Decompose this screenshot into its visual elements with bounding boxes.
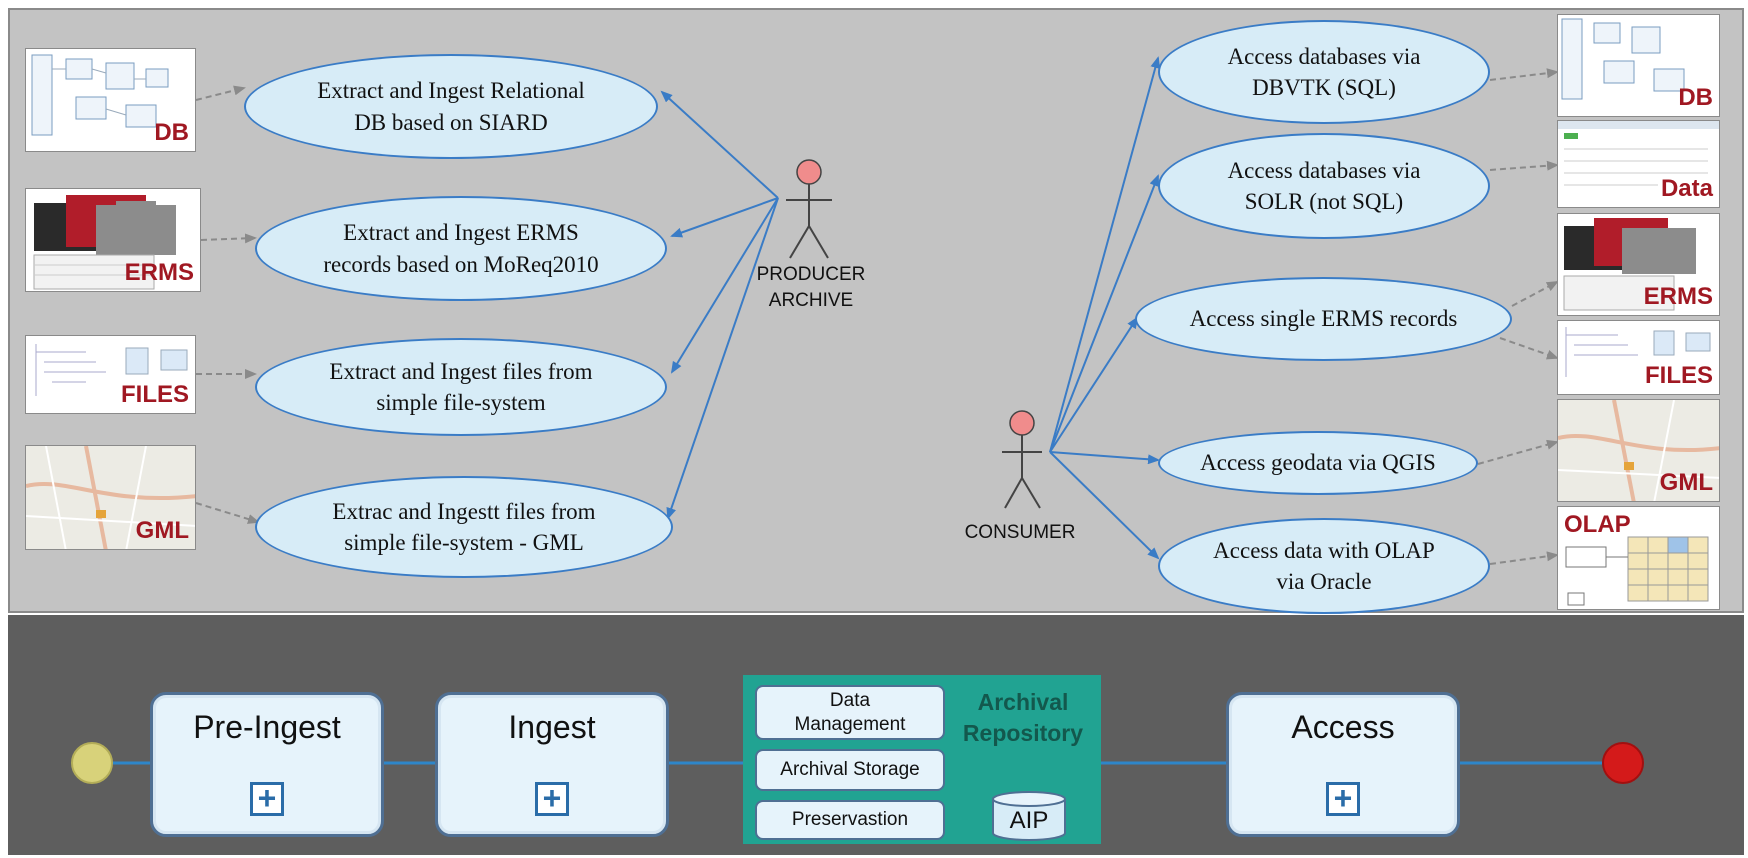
access-title: Access — [1291, 709, 1395, 745]
source-db-label: DB — [154, 119, 189, 146]
target-olap-label: OLAP — [1564, 511, 1631, 538]
source-files-label: FILES — [120, 381, 189, 408]
file-tree-icon — [1565, 327, 1711, 377]
source-gml-label: GML — [135, 517, 189, 544]
consumer-association-5 — [1049, 451, 1160, 560]
consumer-association-2 — [1049, 174, 1160, 453]
source-db-thumbnail: DB — [25, 48, 196, 152]
start-event — [71, 742, 113, 784]
target-db-thumbnail: DB — [1557, 14, 1720, 117]
pre-ingest-process[interactable]: Pre-Ingest + — [150, 692, 384, 837]
olap-cube-icon — [1565, 536, 1709, 606]
use-case-extract-relational-db[interactable]: Extract and Ingest Relational DB based o… — [244, 54, 658, 159]
target-dependency-4 — [1499, 337, 1559, 360]
end-event — [1602, 742, 1644, 784]
archival-storage-box[interactable]: Archival Storage — [755, 749, 945, 791]
target-files-label: FILES — [1644, 362, 1713, 389]
target-dependency-2 — [1489, 160, 1559, 171]
map-icon — [26, 446, 195, 549]
use-case-access-dbvtk[interactable]: Access databases via DBVTK (SQL) — [1158, 20, 1490, 124]
ingest-process[interactable]: Ingest + — [435, 692, 669, 837]
consumer-association-1 — [1049, 56, 1161, 453]
source-dependency-1 — [195, 85, 246, 101]
consumer-actor-icon — [1002, 410, 1042, 509]
target-files-thumbnail: FILES — [1557, 320, 1720, 395]
producer-association-2 — [670, 197, 779, 238]
use-case-access-olap[interactable]: Access data with OLAP via Oracle — [1158, 518, 1490, 614]
use-case-extract-gml[interactable]: Extrac and Ingestt files from simple fil… — [255, 476, 673, 578]
target-data-thumbnail: Data — [1557, 120, 1720, 208]
producer-association-4 — [666, 197, 779, 520]
target-gml-thumbnail: GML — [1557, 399, 1720, 502]
use-case-access-erms[interactable]: Access single ERMS records — [1135, 277, 1512, 361]
aip-database-icon — [992, 791, 1066, 841]
consumer-association-4 — [1049, 451, 1160, 465]
source-gml-thumbnail: GML — [25, 445, 196, 550]
target-dependency-5 — [1477, 439, 1559, 465]
consumer-actor-label: CONSUMER — [964, 522, 1076, 543]
target-erms-label: ERMS — [1643, 283, 1713, 310]
producer-association-3 — [670, 197, 779, 374]
source-dependency-4 — [195, 502, 260, 524]
target-olap-thumbnail: OLAP — [1557, 506, 1720, 610]
target-erms-thumbnail: ERMS — [1557, 213, 1720, 316]
access-expand-icon[interactable]: + — [1326, 782, 1360, 816]
consumer-association-3 — [1049, 316, 1139, 453]
archival-repository: Data Management Archival Storage Preserv… — [743, 675, 1101, 844]
folders-icon — [1563, 218, 1696, 311]
archival-repository-title: Archival Repository — [962, 689, 1084, 747]
access-process[interactable]: Access + — [1226, 692, 1460, 837]
producer-actor-icon — [786, 159, 832, 259]
target-db-label: DB — [1678, 84, 1713, 111]
schema-diagram-icon — [31, 54, 169, 136]
producer-actor-label: PRODUCER ARCHIVE — [756, 264, 866, 311]
producer-association-1 — [660, 90, 779, 199]
use-case-access-solr[interactable]: Access databases via SOLR (not SQL) — [1158, 133, 1490, 239]
pre-ingest-expand-icon[interactable]: + — [250, 782, 284, 816]
ingest-title: Ingest — [508, 709, 596, 745]
data-form-icon — [1558, 121, 1719, 186]
source-erms-label: ERMS — [124, 259, 194, 286]
file-tree-icon — [35, 344, 188, 396]
source-files-thumbnail: FILES — [25, 335, 196, 414]
pre-ingest-title: Pre-Ingest — [193, 709, 341, 745]
ingest-expand-icon[interactable]: + — [535, 782, 569, 816]
source-dependency-2 — [200, 233, 257, 244]
source-erms-thumbnail: ERMS — [25, 188, 201, 292]
target-dependency-1 — [1489, 68, 1559, 81]
data-management-box[interactable]: Data Management — [755, 685, 945, 740]
target-dependency-6 — [1489, 551, 1559, 565]
target-dependency-3 — [1511, 281, 1559, 307]
map-icon — [1558, 400, 1719, 501]
use-case-access-geodata[interactable]: Access geodata via QGIS — [1158, 431, 1478, 495]
preservation-box[interactable]: Preservastion — [755, 800, 945, 840]
aip-label: AIP — [1009, 807, 1049, 834]
folders-icon — [33, 195, 176, 290]
use-case-extract-files[interactable]: Extract and Ingest files from simple fil… — [255, 338, 667, 436]
schema-diagram-icon — [1561, 18, 1685, 100]
target-gml-label: GML — [1659, 469, 1713, 496]
target-data-label: Data — [1660, 175, 1713, 202]
use-case-extract-erms[interactable]: Extract and Ingest ERMS records based on… — [255, 196, 667, 301]
